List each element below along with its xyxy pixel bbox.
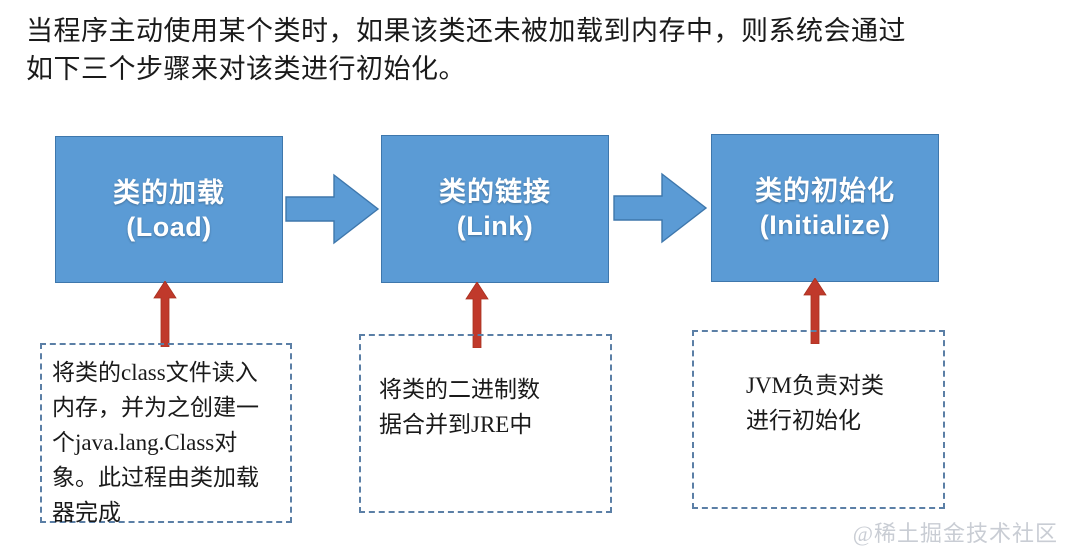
stage-label-cn: 类的初始化 xyxy=(755,176,895,206)
stage-box-initialize: 类的初始化 (Initialize) xyxy=(711,134,939,282)
note-text: JVM负责对类 进行初始化 xyxy=(746,373,885,433)
arrow-up-icon xyxy=(464,281,490,349)
block-arrow-right-icon xyxy=(284,171,380,247)
stage-label-en: (Link) xyxy=(456,211,534,241)
stage-label-cn: 类的链接 xyxy=(439,177,551,207)
note-box-load: 将类的class文件读入 内存，并为之创建一 个java.lang.Class对… xyxy=(40,343,292,525)
stage-box-link: 类的链接 (Link) xyxy=(381,135,609,283)
stage-box-load: 类的加载 (Load) xyxy=(55,136,283,283)
watermark: @稀土掘金技术社区 xyxy=(852,521,1058,546)
block-arrow-right-icon xyxy=(612,170,708,246)
arrow-up-icon xyxy=(802,277,828,345)
intro-paragraph: 当程序主动使用某个类时，如果该类还未被加载到内存中，则系统会通过 如下三个步骤来… xyxy=(26,16,906,84)
arrow-up-icon xyxy=(152,280,178,348)
note-box-initialize: JVM负责对类 进行初始化 xyxy=(692,330,945,509)
note-text: 将类的class文件读入 内存，并为之创建一 个java.lang.Class对… xyxy=(52,360,259,525)
note-box-link: 将类的二进制数 据合并到JRE中 xyxy=(359,334,612,513)
stage-label-en: (Initialize) xyxy=(759,210,891,240)
note-text: 将类的二进制数 据合并到JRE中 xyxy=(379,377,540,437)
stage-label-cn: 类的加载 xyxy=(113,177,225,208)
stage-label-en: (Load) xyxy=(126,211,212,242)
